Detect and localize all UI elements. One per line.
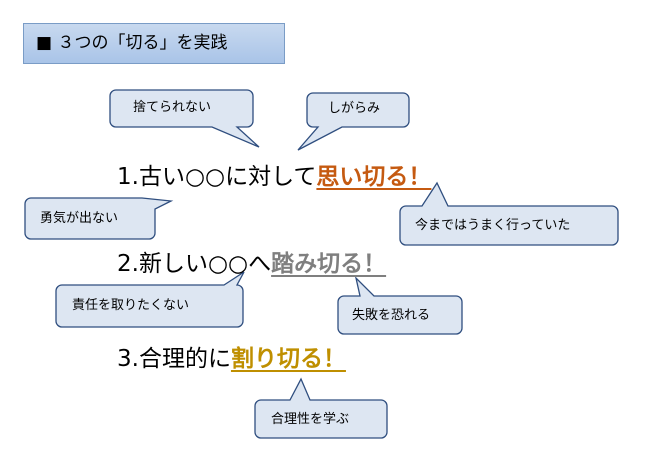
statement-3-emphasis: 割り切る！ xyxy=(230,346,346,372)
title-banner: ■ ３つの「切る」を実践 xyxy=(23,23,285,64)
callout-label-1: 捨てられない xyxy=(133,100,212,115)
statement-1-prefix: 1.古い○○に対して xyxy=(117,164,317,190)
callout-bubble-4 xyxy=(399,181,619,246)
statement-2-prefix: 2.新しい○○へ xyxy=(117,251,272,277)
title-bullet: ■ xyxy=(36,33,53,53)
callout-label-2: しがらみ xyxy=(328,101,381,116)
statement-2: 2.新しい○○へ踏み切る！ xyxy=(117,250,386,278)
callout-label-5: 責任を取りたくない xyxy=(72,298,190,313)
callout-bubble-3 xyxy=(24,197,174,240)
callout-label-3: 勇気が出ない xyxy=(40,211,119,226)
callout-bubble-7 xyxy=(254,377,388,439)
callout-bubble-2 xyxy=(297,92,410,151)
statement-1-emphasis: 思い切る！ xyxy=(316,164,432,190)
callout-bubble-1 xyxy=(109,89,260,148)
statement-2-emphasis: 踏み切る！ xyxy=(271,251,387,277)
callout-bubble-5 xyxy=(55,271,245,328)
title-text: ３つの「切る」を実践 xyxy=(57,33,228,53)
callout-bubble-6 xyxy=(337,275,463,335)
callout-label-4: 今まではうまく行っていた xyxy=(415,218,571,233)
callout-label-6: 失敗を恐れる xyxy=(352,308,431,323)
statement-3: 3.合理的に割り切る！ xyxy=(117,345,346,373)
statement-1: 1.古い○○に対して思い切る！ xyxy=(117,163,431,191)
callout-label-7: 合理性を学ぶ xyxy=(271,412,350,427)
statement-3-prefix: 3.合理的に xyxy=(117,346,231,372)
